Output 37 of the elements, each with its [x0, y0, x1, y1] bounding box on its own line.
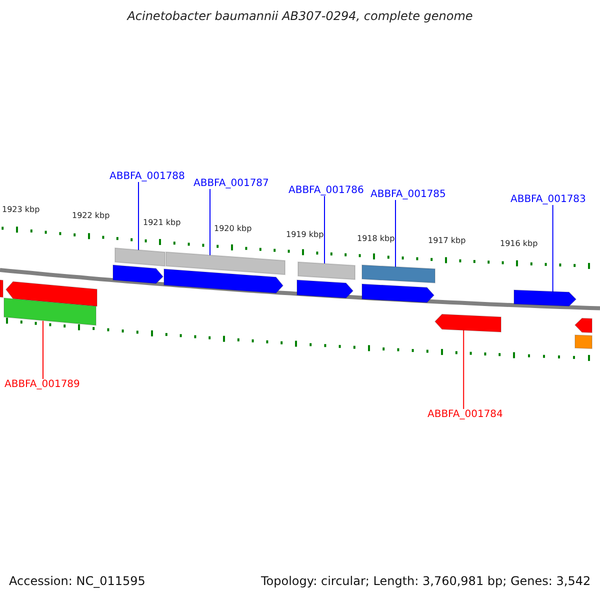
- scale-label: 1922 kbp: [72, 212, 110, 221]
- footer-note: Topology: circular; Length: 3,760,981 bp; Genes: 3,542: [261, 575, 591, 588]
- gene-bar: [4, 298, 96, 326]
- scale-label: 1923 kbp: [2, 206, 40, 215]
- gene-bar: [0, 280, 3, 298]
- scale-label: 1919 kbp: [286, 231, 324, 240]
- leader-line: [463, 329, 464, 410]
- leader-line: [42, 320, 44, 380]
- scale-label: 1918 kbp: [357, 235, 395, 244]
- footer-note: Accession: NC_011595: [9, 575, 146, 588]
- diagram-title: Acinetobacter baumannii AB307-0294, complete genome: [126, 10, 474, 24]
- gene-label: ABBFA_001783: [510, 194, 586, 205]
- leader-line: [395, 200, 396, 268]
- gene-feature: [435, 314, 501, 332]
- gene-bar: [115, 248, 165, 266]
- gene-bar: [298, 262, 355, 280]
- scale-label: 1916 kbp: [500, 240, 538, 249]
- gene-bar: [362, 265, 435, 284]
- leader-line: [138, 182, 139, 251]
- scale-label: 1920 kbp: [214, 225, 252, 234]
- gene-label: ABBFA_001785: [370, 189, 446, 200]
- gene-label: ABBFA_001784: [428, 409, 503, 420]
- leader-line: [552, 204, 554, 292]
- gene-feature: [575, 318, 592, 333]
- gene-bar: [575, 335, 592, 350]
- scale-label: 1917 kbp: [428, 237, 466, 246]
- gene-feature: [362, 284, 434, 303]
- gene-feature: [514, 290, 576, 306]
- scale-label: 1921 kbp: [143, 219, 181, 228]
- leader-line: [324, 196, 325, 264]
- gene-label: ABBFA_001789: [4, 379, 80, 390]
- gene-feature: [297, 280, 353, 298]
- gene-label: ABBFA_001787: [194, 178, 269, 189]
- gene-label: ABBFA_001788: [110, 171, 185, 182]
- gene-label: ABBFA_001786: [288, 185, 364, 196]
- gene-feature: [6, 280, 97, 306]
- gene-feature: [113, 265, 163, 284]
